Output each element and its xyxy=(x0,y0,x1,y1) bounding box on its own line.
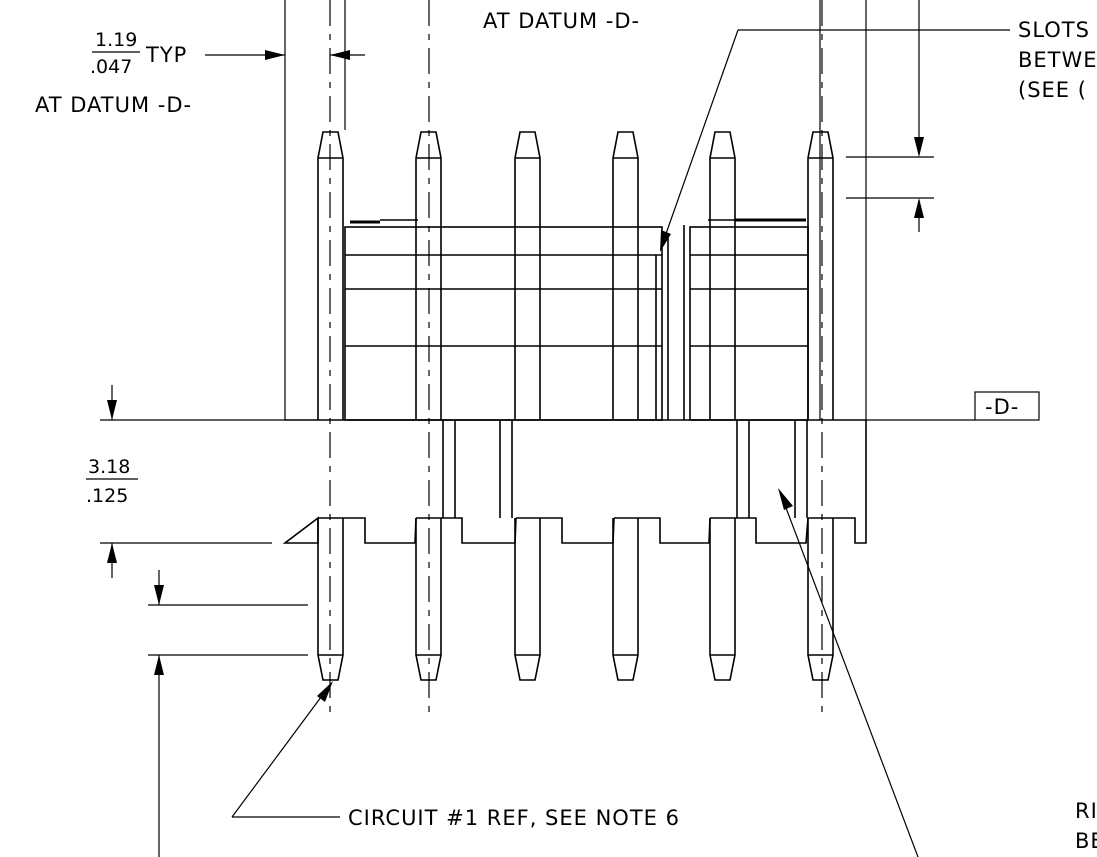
datum-left-label: AT DATUM -D- xyxy=(35,93,192,117)
pitch-typ: TYP xyxy=(145,43,187,67)
arrowhead xyxy=(914,137,924,157)
slots-note-line-1: SLOTS xyxy=(1018,18,1090,42)
arrowhead xyxy=(154,655,164,675)
height-denominator: .125 xyxy=(86,485,128,507)
arrowhead xyxy=(265,50,285,60)
slots-note-line-2: BETWE xyxy=(1018,48,1097,72)
datum-box xyxy=(974,391,1040,421)
datum-top-label: AT DATUM -D- xyxy=(483,9,640,33)
pin-5 xyxy=(709,131,736,681)
arrowhead xyxy=(154,585,164,605)
datum-box-label: -D- xyxy=(985,395,1019,419)
pitch-denominator: .047 xyxy=(90,56,132,78)
pitch-numerator: 1.19 xyxy=(95,29,137,51)
arrowhead xyxy=(107,543,117,563)
housing-upper xyxy=(344,226,663,421)
pin-1 xyxy=(317,0,344,715)
bottom-right-note-1: RI xyxy=(1075,799,1097,823)
circuit-ref-label: CIRCUIT #1 REF, SEE NOTE 6 xyxy=(348,806,680,830)
arrowhead xyxy=(330,50,350,60)
leader-line xyxy=(661,29,739,246)
slots-note-line-3: (SEE ( xyxy=(1018,78,1087,102)
arrowhead xyxy=(914,198,924,218)
pin-2 xyxy=(415,0,442,715)
pin-4 xyxy=(612,131,639,681)
leader-line xyxy=(231,684,331,818)
height-numerator: 3.18 xyxy=(88,456,130,478)
arrowhead xyxy=(107,400,117,420)
arrowhead xyxy=(317,681,333,702)
housing-base xyxy=(282,419,867,544)
leader-line xyxy=(779,491,919,857)
arrowhead xyxy=(778,488,793,510)
housing-upper-right xyxy=(689,226,809,421)
bottom-right-note-2: BE xyxy=(1075,829,1097,853)
pin-3 xyxy=(514,131,541,681)
